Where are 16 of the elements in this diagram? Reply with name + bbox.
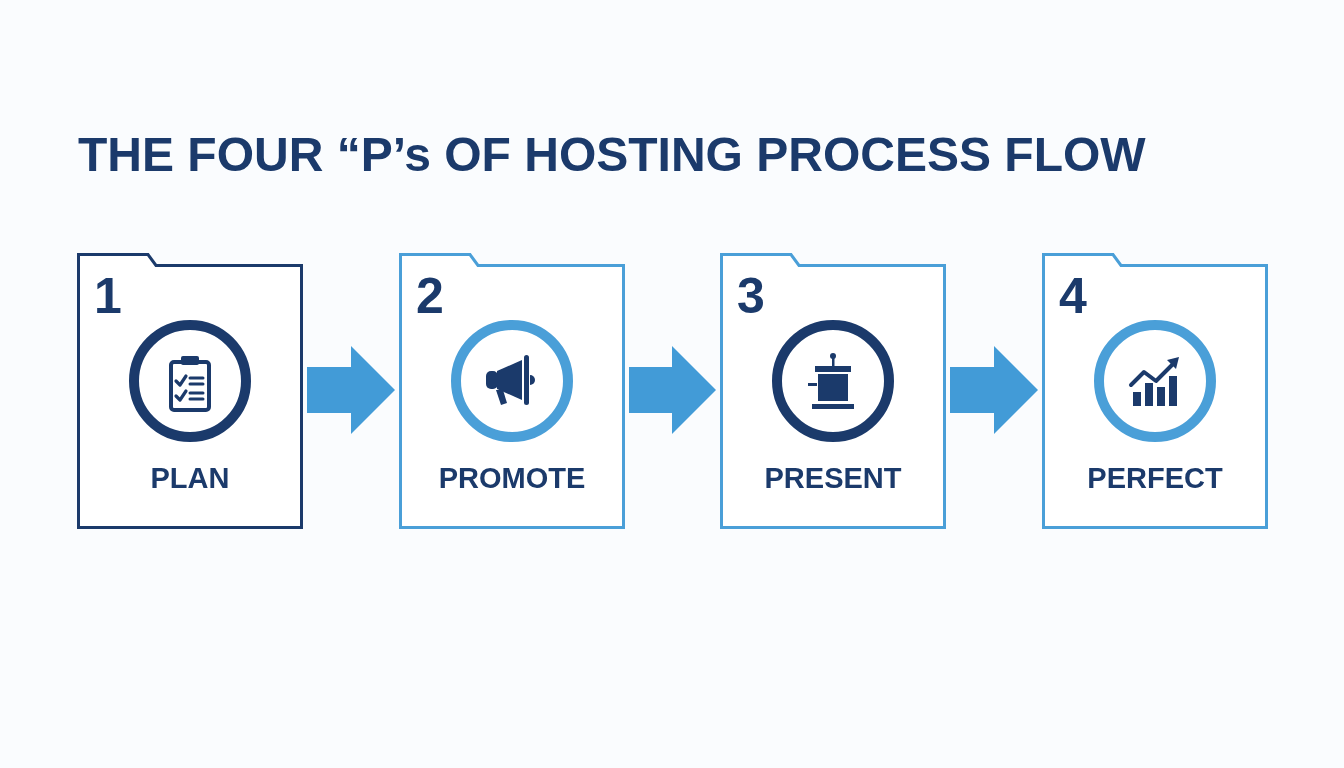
folder-card bbox=[399, 253, 625, 529]
folder-card bbox=[720, 253, 946, 529]
step-label: PROMOTE bbox=[438, 464, 586, 493]
arrow bbox=[307, 346, 395, 434]
folder-card bbox=[77, 253, 303, 529]
step-number: 4 bbox=[1059, 271, 1087, 321]
step-number: 1 bbox=[94, 271, 122, 321]
arrow bbox=[629, 346, 716, 434]
arrow bbox=[950, 346, 1038, 434]
step-label: PERFECT bbox=[1087, 464, 1223, 493]
step-label: PLAN bbox=[150, 464, 230, 493]
step-label: PRESENT bbox=[764, 464, 902, 493]
step-number: 3 bbox=[737, 271, 765, 321]
step-number: 2 bbox=[416, 271, 444, 321]
title: THE FOUR “P’s OF HOSTING PROCESS FLOW bbox=[78, 131, 1146, 179]
folder-card bbox=[1042, 253, 1268, 529]
